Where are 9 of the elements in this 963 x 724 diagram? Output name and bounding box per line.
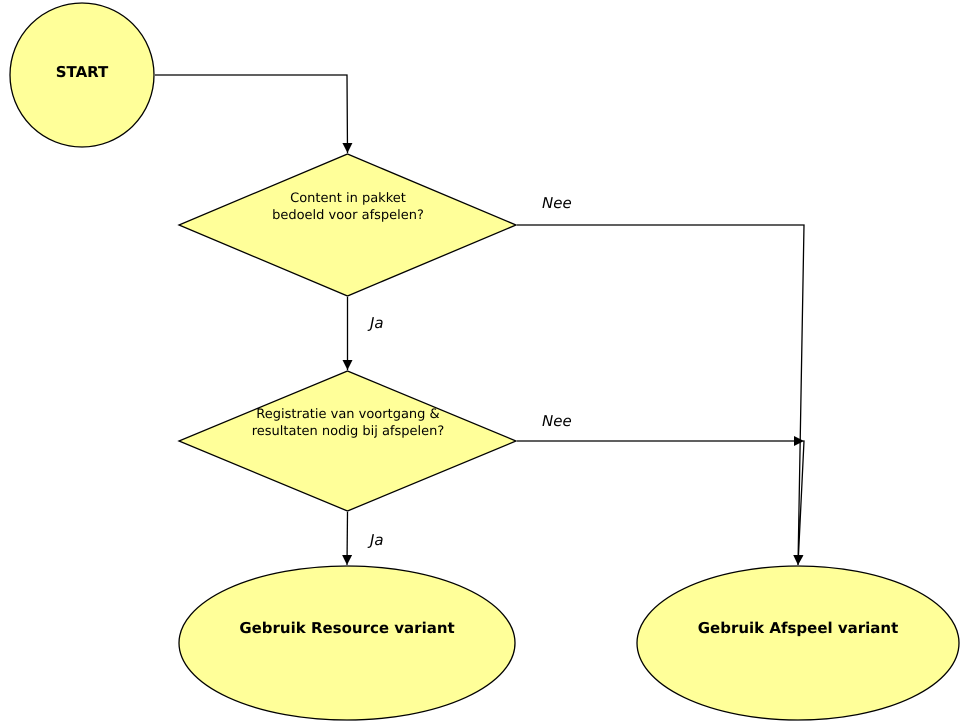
node-label: START [54, 62, 110, 83]
edge-label: Nee [542, 194, 572, 212]
node-label: Gebruik Afspeel variant [696, 618, 900, 639]
node-label: Gebruik Resource variant [238, 618, 456, 639]
edge-label: Ja [370, 531, 384, 549]
decision-text: Registratie van voortgang & resultaten nodig bij afspelen? [250, 406, 446, 440]
decision-text: Content in pakket bedoeld voor afspelen? [271, 190, 425, 224]
edge-label: Ja [370, 314, 384, 332]
edge-label: Nee [542, 412, 572, 430]
